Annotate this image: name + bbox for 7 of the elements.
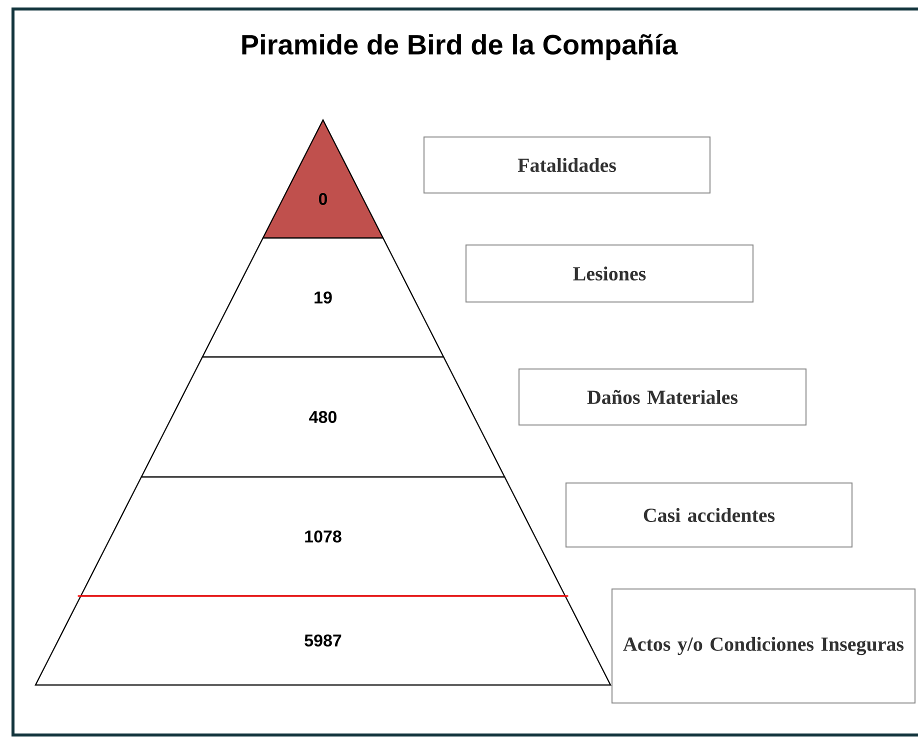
label-box: Fatalidades (424, 136, 710, 194)
title: Piramide de Bird de la Compañía (242, 34, 678, 60)
label-box: Actos y/o Condiciones Inseguras (612, 588, 916, 704)
label-box: Lesiones (466, 244, 754, 302)
label-box: Daños Materiales (518, 368, 806, 426)
label-box: Casi accidentes (566, 482, 852, 548)
pyramid-tier: 5987 (34, 595, 612, 686)
